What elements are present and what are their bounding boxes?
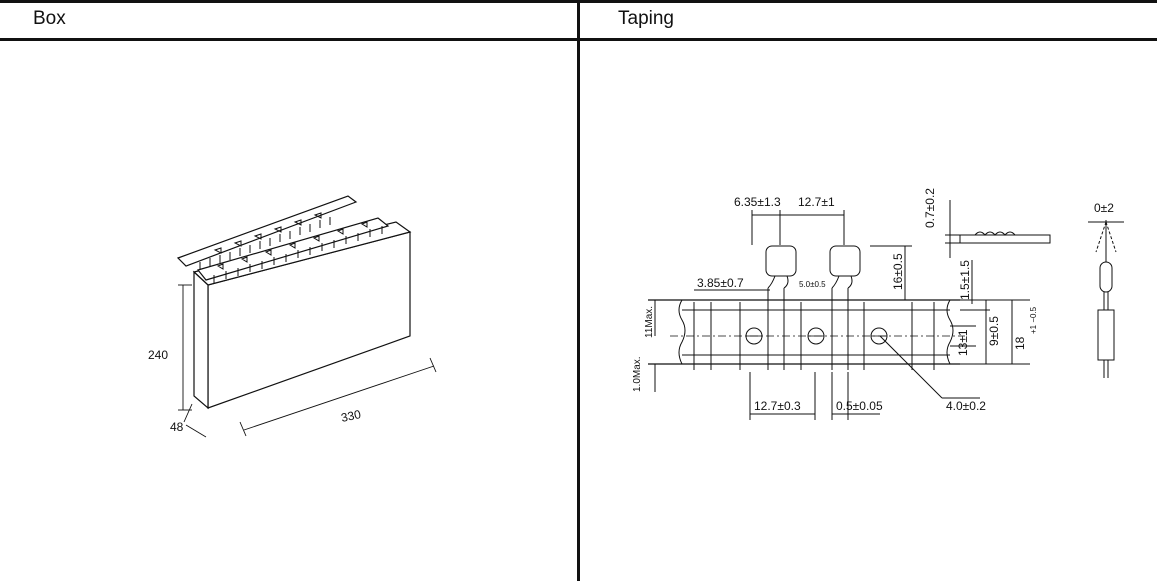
box-height-label: 240	[148, 348, 168, 362]
tape-9-label: 9±0.5	[987, 316, 1001, 346]
max-1-label: 1.0Max.	[632, 356, 643, 392]
lead-dia-label: 0.5±0.05	[836, 399, 883, 413]
feed-pitch-label: 12.7±0.3	[754, 399, 801, 413]
taping-drawing	[648, 200, 1124, 420]
height-16-label: 16±0.5	[891, 253, 905, 290]
capacitor-body-2	[829, 245, 861, 277]
hole-dia-label: 4.0±0.2	[946, 399, 986, 413]
components-row-1	[199, 212, 331, 270]
protrusion-label: 1.5±1.5	[958, 260, 972, 300]
offset-label: 3.85±0.7	[697, 276, 744, 290]
tape-13-label: 13±1	[956, 329, 970, 356]
column-divider	[577, 0, 580, 581]
box-depth-label: 48	[170, 420, 184, 434]
box-column-header: Box	[33, 8, 66, 29]
side-capacitor-body	[1099, 261, 1113, 293]
taping-column-header: Taping	[618, 8, 674, 29]
tilt-label: 0±2	[1094, 201, 1114, 215]
lead-space-label: 5.0±0.5	[799, 280, 826, 289]
capacitor-body-1	[765, 245, 797, 277]
box-drawing	[176, 195, 437, 438]
tape-18-label: 18	[1013, 336, 1027, 350]
max-11-label: 11Max.	[644, 306, 655, 338]
components-row-2	[213, 221, 383, 283]
box-width-label: 330	[340, 407, 363, 425]
thickness-label: 0.7±0.2	[923, 188, 937, 228]
pitch-lead-label: 6.35±1.3	[734, 195, 781, 209]
tape-18-tol-label: +1 −0.5	[1029, 306, 1038, 334]
pitch-component-label: 12.7±1	[798, 195, 835, 209]
